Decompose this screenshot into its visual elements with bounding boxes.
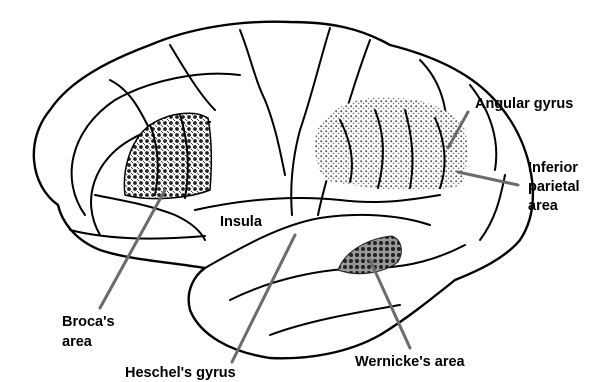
broca-label-2: area (62, 334, 93, 350)
heschel-leader (232, 235, 295, 362)
broca-region (124, 113, 211, 198)
brain-outline (34, 22, 533, 359)
frontal-fold-5 (240, 30, 285, 175)
broca-leader (100, 190, 165, 308)
insula-label: Insula (220, 214, 263, 230)
angular-gyrus-label: Angular gyrus (475, 96, 573, 112)
inferior-parietal-leader (458, 172, 518, 185)
inferior-parietal-label-3: area (528, 198, 559, 214)
broca-label-1: Broca's (62, 314, 115, 330)
inferior-parietal-label-1: Inferior (528, 160, 578, 176)
wernicke-leader (370, 260, 410, 348)
wernicke-label: Wernicke's area (355, 354, 466, 370)
inferior-parietal-region (315, 97, 467, 191)
temporal-fold-3 (270, 305, 400, 335)
wernicke-region (338, 236, 401, 274)
inferior-parietal-label-2: parietal (528, 179, 580, 195)
heschel-label: Heschel's gyrus (125, 365, 236, 381)
occipital-fold (480, 175, 505, 240)
sylvian-fissure (195, 195, 440, 210)
